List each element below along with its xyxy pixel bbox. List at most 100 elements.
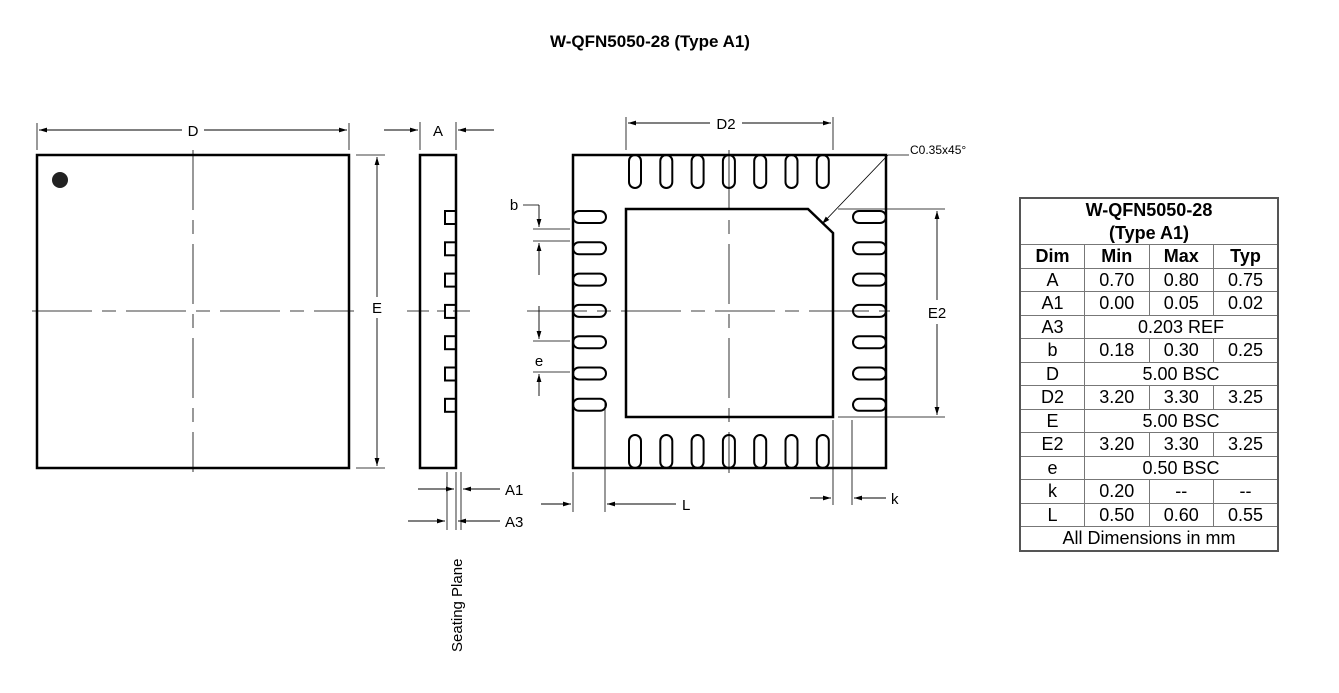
col-min: Min (1084, 244, 1150, 269)
cell-min: 0.18 (1084, 338, 1150, 363)
cell-dim: D (1019, 361, 1085, 386)
lead-pad-right (852, 303, 887, 318)
side-leads (444, 210, 457, 413)
label-b: b (510, 197, 518, 214)
lead-pad-left (572, 272, 607, 287)
cell-dim: e (1019, 455, 1085, 480)
cell-max: 3.30 (1148, 385, 1214, 410)
lead-pad-top (753, 154, 768, 189)
bottom-view: D2 C0.35x45° E2 b e L k (510, 116, 967, 514)
label-seating-plane: Seating Plane (449, 559, 466, 652)
cell-typ: 3.25 (1213, 432, 1279, 457)
lead-pad-bottom (659, 434, 674, 469)
lead-pad-left (572, 397, 607, 412)
cell-dim: E2 (1019, 432, 1085, 457)
cell-typ: 0.75 (1213, 267, 1279, 292)
cell-dim: E (1019, 408, 1085, 433)
side-lead (444, 366, 457, 382)
table-footer: All Dimensions in mm (1019, 526, 1279, 551)
side-lead (444, 210, 457, 225)
cell-max: 0.05 (1148, 291, 1214, 316)
pin1-marker-icon (52, 172, 68, 188)
lead-pad-bottom (753, 434, 768, 469)
label-A: A (433, 123, 443, 140)
cell-value-span: 5.00 BSC (1084, 361, 1279, 386)
cell-min: 3.20 (1084, 432, 1150, 457)
side-lead (444, 241, 457, 257)
cell-dim: D2 (1019, 385, 1085, 410)
lead-pad-left (572, 303, 607, 318)
lead-pad-left (572, 335, 607, 350)
cell-max: 0.80 (1148, 267, 1214, 292)
side-lead (444, 397, 457, 413)
label-chamfer: C0.35x45° (910, 143, 966, 157)
lead-pad-left (572, 241, 607, 256)
col-max: Max (1148, 244, 1214, 269)
table-title-line1: W-QFN5050-28 (1019, 197, 1279, 222)
cell-min: 3.20 (1084, 385, 1150, 410)
cell-value-span: 5.00 BSC (1084, 408, 1279, 433)
cell-typ: 0.55 (1213, 502, 1279, 527)
side-view-body (418, 153, 458, 470)
cell-max: -- (1148, 479, 1214, 504)
dimension-table: W-QFN5050-28 (Type A1) Dim Min Max Typ A… (1019, 197, 1279, 552)
cell-min: 0.70 (1084, 267, 1150, 292)
lead-pad-left (572, 366, 607, 381)
label-L: L (682, 497, 690, 514)
cell-dim: L (1019, 502, 1085, 527)
cell-min: 0.50 (1084, 502, 1150, 527)
label-D2: D2 (716, 116, 735, 133)
lead-pad-bottom (784, 434, 799, 469)
cell-dim: A3 (1019, 314, 1085, 339)
lead-pad-bottom (721, 434, 736, 469)
cell-dim: A1 (1019, 291, 1085, 316)
label-e: e (535, 353, 543, 370)
exposed-pad (624, 207, 835, 419)
lead-pad-right (852, 397, 887, 412)
cell-dim: A (1019, 267, 1085, 292)
cell-dim: b (1019, 338, 1085, 363)
lead-pad-bottom (690, 434, 705, 469)
table-title-line2: (Type A1) (1019, 221, 1279, 245)
side-view: A A1 A3 Seating Plane (384, 122, 523, 652)
lead-pad-top (659, 154, 674, 189)
lead-pad-top (784, 154, 799, 189)
bottom-view-body (571, 153, 888, 470)
lead-pad-right (852, 272, 887, 287)
lead-pad-top (815, 154, 830, 189)
label-E2: E2 (928, 305, 946, 322)
drawing-title: W-QFN5050-28 (Type A1) (550, 32, 750, 51)
cell-max: 3.30 (1148, 432, 1214, 457)
cell-min: 0.00 (1084, 291, 1150, 316)
table-header-row: Dim Min Max Typ (1019, 244, 1279, 269)
cell-typ: 0.02 (1213, 291, 1279, 316)
cell-typ: -- (1213, 479, 1279, 504)
lead-pad-bottom (628, 434, 642, 469)
label-A3: A3 (505, 514, 523, 531)
lead-pad-bottom (815, 434, 830, 469)
lead-pad-top (628, 154, 642, 189)
top-view: D E (32, 123, 385, 472)
label-k: k (891, 491, 899, 508)
cell-typ: 0.25 (1213, 338, 1279, 363)
lead-pad-right (852, 335, 887, 350)
lead-pad-right (852, 241, 887, 256)
cell-value-span: 0.50 BSC (1084, 455, 1279, 480)
cell-min: 0.20 (1084, 479, 1150, 504)
lead-pad-right (852, 366, 887, 381)
lead-pad-top (721, 154, 736, 189)
lead-pad-top (690, 154, 705, 189)
side-lead (444, 335, 457, 351)
lead-pads (572, 154, 887, 469)
